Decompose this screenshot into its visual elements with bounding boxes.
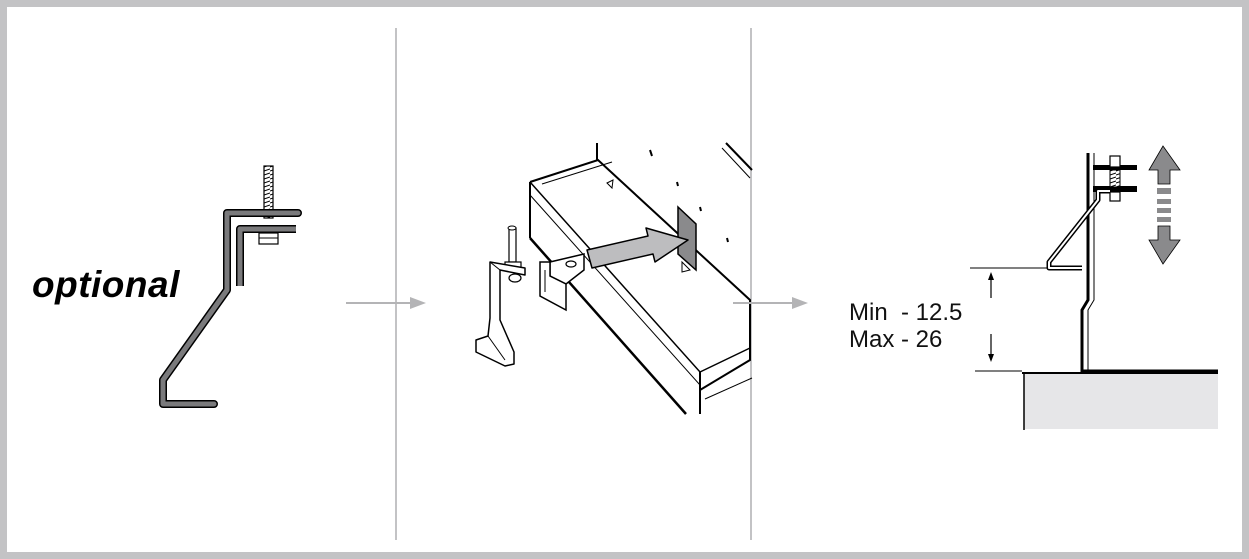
insertion-arrow-icon <box>586 227 689 269</box>
hook-bracket <box>475 225 526 367</box>
cabinet-top <box>1024 373 1218 429</box>
panel-divider-1 <box>395 28 397 540</box>
adjustment-section <box>970 145 1218 430</box>
arrow-right-icon <box>346 297 426 309</box>
double-headed-arrow-icon <box>1148 145 1181 265</box>
arrow-right-icon <box>733 297 808 309</box>
angle-bracket <box>539 253 585 312</box>
threaded-bolt <box>263 165 274 219</box>
panel-divider-2 <box>750 28 752 540</box>
max-dimension-label: Max - 26 <box>849 326 943 353</box>
optional-label: optional <box>32 264 180 305</box>
hood-illustration <box>475 142 753 415</box>
optional-bracket <box>159 165 302 408</box>
dimension-arrow-icon <box>988 272 994 362</box>
min-dimension-label: Min - 12.5 <box>849 299 963 326</box>
